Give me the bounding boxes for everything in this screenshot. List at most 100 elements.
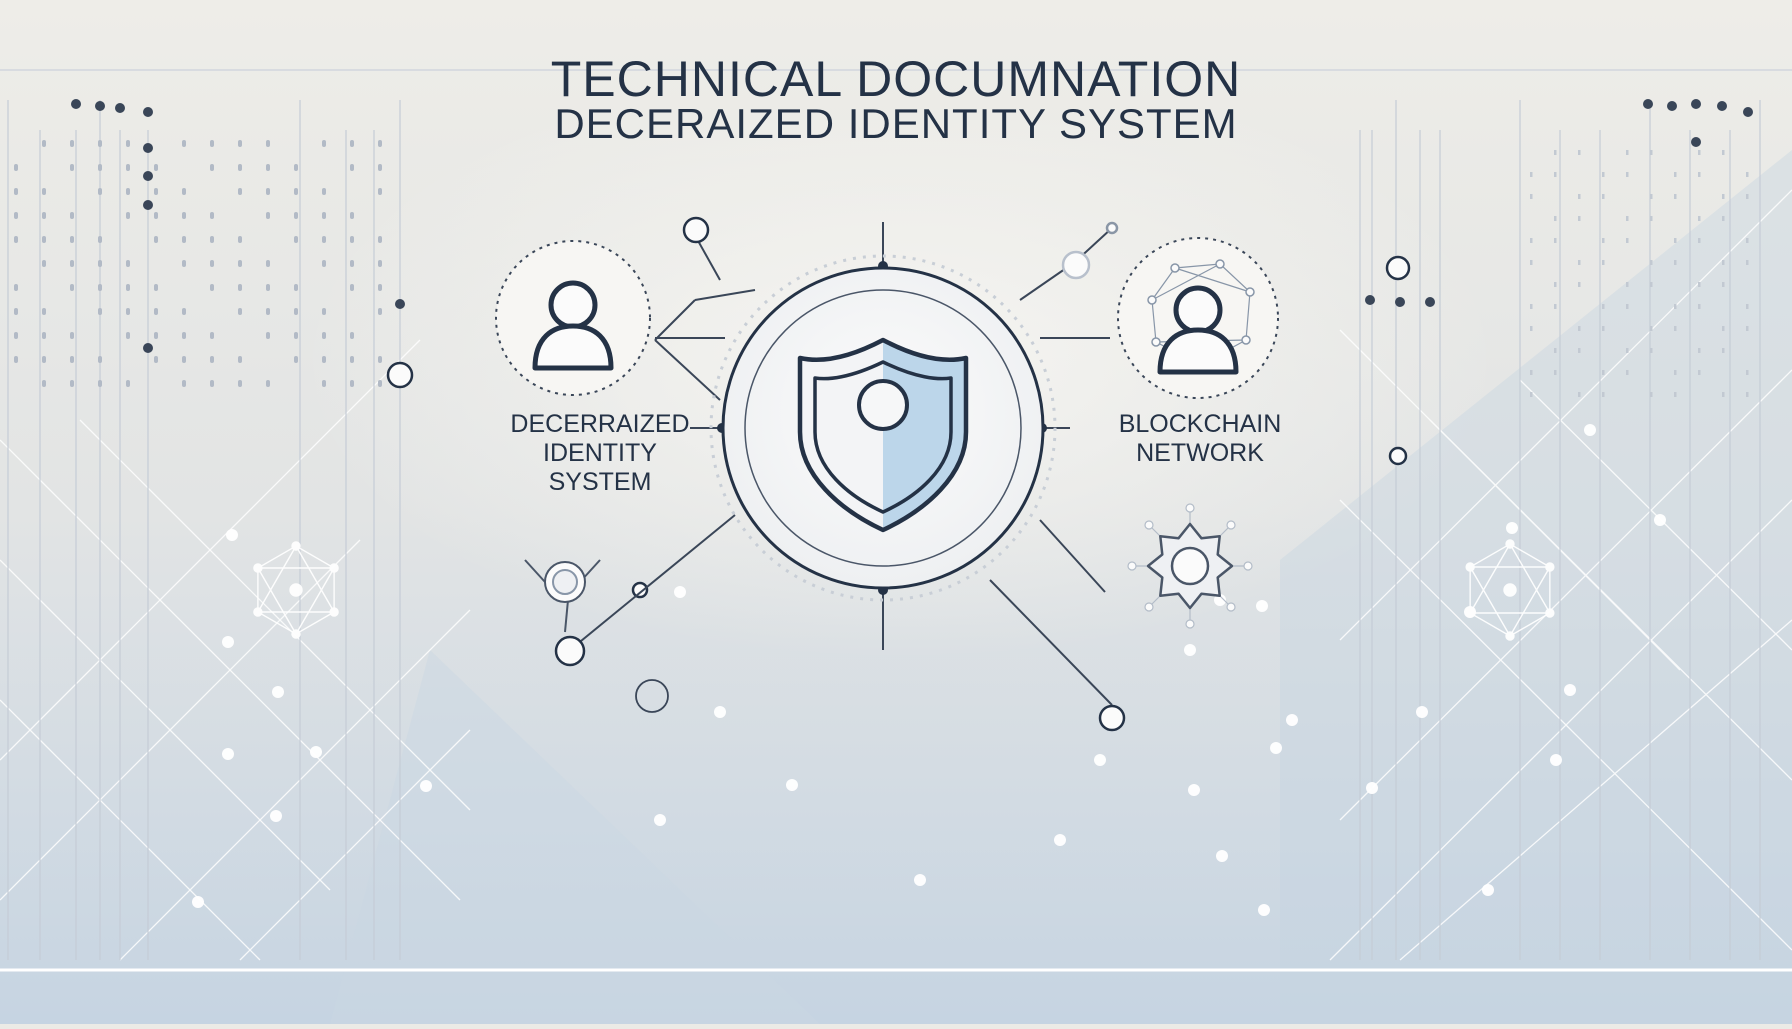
knob-dot bbox=[1395, 297, 1405, 307]
knob-dot bbox=[71, 99, 81, 109]
blockchain-node bbox=[1117, 237, 1279, 399]
data-dot bbox=[1674, 304, 1677, 309]
data-dot bbox=[1698, 370, 1701, 375]
data-dot bbox=[266, 332, 270, 339]
data-dot bbox=[322, 236, 326, 243]
knob-dot bbox=[1743, 107, 1753, 117]
data-dot bbox=[98, 308, 102, 315]
data-dot bbox=[1698, 150, 1701, 155]
data-dot bbox=[126, 284, 130, 291]
lattice-line bbox=[0, 699, 261, 961]
knob-dot bbox=[143, 171, 153, 181]
data-dot bbox=[294, 236, 298, 243]
data-dot bbox=[1674, 370, 1677, 375]
data-dot bbox=[1722, 150, 1725, 155]
scatter-dot bbox=[1094, 754, 1106, 766]
data-dot bbox=[350, 380, 354, 387]
data-dot bbox=[1602, 172, 1605, 177]
knob-dot bbox=[1365, 295, 1375, 305]
data-dot bbox=[378, 164, 382, 171]
data-dot bbox=[70, 260, 74, 267]
scatter-dot bbox=[714, 706, 726, 718]
data-dot bbox=[1746, 194, 1749, 199]
endpoint-circle bbox=[1061, 250, 1091, 280]
lattice-line bbox=[79, 419, 471, 811]
connector-line bbox=[569, 514, 736, 651]
data-dot bbox=[98, 164, 102, 171]
ring-marker bbox=[1388, 446, 1408, 466]
data-dot bbox=[1746, 238, 1749, 243]
data-dot bbox=[98, 260, 102, 267]
data-dot bbox=[1626, 172, 1629, 177]
data-dot bbox=[1602, 194, 1605, 199]
knob-dot bbox=[143, 143, 153, 153]
data-dot bbox=[70, 140, 74, 147]
data-dot bbox=[1674, 172, 1677, 177]
scatter-dot bbox=[1286, 714, 1298, 726]
knob-dot bbox=[1425, 297, 1435, 307]
data-dot bbox=[210, 164, 214, 171]
data-dot bbox=[294, 164, 298, 171]
data-dot bbox=[1674, 392, 1677, 397]
data-dot bbox=[1698, 282, 1701, 287]
data-dot bbox=[14, 188, 18, 195]
data-dot bbox=[14, 332, 18, 339]
data-dot bbox=[14, 284, 18, 291]
knob-dot bbox=[1691, 99, 1701, 109]
data-dot bbox=[1578, 326, 1581, 331]
data-dot bbox=[238, 188, 242, 195]
data-dot bbox=[1746, 370, 1749, 375]
endpoint-circle bbox=[554, 635, 586, 667]
data-dot bbox=[1626, 216, 1629, 221]
data-dot bbox=[266, 380, 270, 387]
data-dot bbox=[266, 260, 270, 267]
data-dot bbox=[1674, 238, 1677, 243]
data-dot bbox=[1650, 150, 1653, 155]
data-dot bbox=[294, 308, 298, 315]
data-dot bbox=[42, 356, 46, 363]
scatter-dot bbox=[222, 636, 234, 648]
scatter-dot bbox=[1564, 684, 1576, 696]
data-dot bbox=[182, 140, 186, 147]
shield-icon bbox=[797, 337, 969, 533]
scatter-dot bbox=[1258, 904, 1270, 916]
data-dot bbox=[1626, 348, 1629, 353]
data-dot bbox=[1626, 304, 1629, 309]
lattice-line bbox=[1399, 619, 1792, 961]
data-dot bbox=[1650, 326, 1653, 331]
data-dot bbox=[1650, 282, 1653, 287]
data-dot bbox=[1746, 392, 1749, 397]
data-dot bbox=[266, 284, 270, 291]
gear-icon bbox=[1127, 503, 1253, 629]
data-dot bbox=[154, 188, 158, 195]
data-dot bbox=[1602, 370, 1605, 375]
data-dot bbox=[1530, 260, 1533, 265]
ring-marker bbox=[1385, 255, 1411, 281]
data-dot bbox=[350, 284, 354, 291]
data-dot bbox=[126, 140, 130, 147]
blockchain-node-label: BLOCKCHAIN NETWORK bbox=[1090, 410, 1310, 468]
data-dot bbox=[322, 380, 326, 387]
data-dot bbox=[14, 308, 18, 315]
ring-marker bbox=[631, 581, 649, 599]
data-dot bbox=[1530, 304, 1533, 309]
data-dot bbox=[322, 332, 326, 339]
data-dot bbox=[1554, 370, 1557, 375]
data-dot bbox=[266, 188, 270, 195]
data-dot bbox=[238, 236, 242, 243]
data-dot bbox=[154, 332, 158, 339]
blockchain-label-line: NETWORK bbox=[1136, 439, 1264, 467]
data-dot bbox=[350, 140, 354, 147]
data-dot bbox=[1626, 282, 1629, 287]
connector-line bbox=[989, 579, 1113, 706]
scatter-dot bbox=[222, 748, 234, 760]
data-dot bbox=[210, 284, 214, 291]
data-dot bbox=[1578, 282, 1581, 287]
data-dot bbox=[70, 284, 74, 291]
data-dot bbox=[1698, 304, 1701, 309]
scatter-dot bbox=[1584, 424, 1596, 436]
data-dot bbox=[70, 380, 74, 387]
data-dot bbox=[70, 356, 74, 363]
endpoint-circle bbox=[1098, 704, 1126, 732]
scatter-dot bbox=[1366, 782, 1378, 794]
